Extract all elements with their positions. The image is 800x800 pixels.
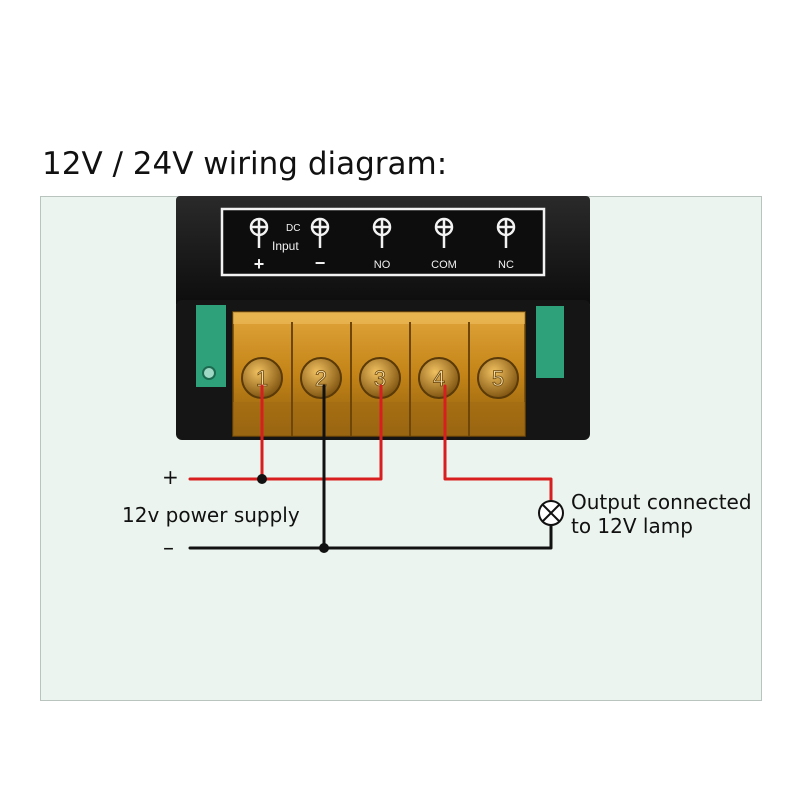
pcb-hole-icon	[202, 366, 216, 380]
terminal-symbol-nc-icon	[496, 217, 516, 248]
top-terminal-symbols	[249, 217, 516, 248]
output-label-line-2: to 12V lamp	[571, 514, 693, 538]
output-label: Output connected to 12V lamp	[571, 490, 752, 538]
block-number-3: 3	[374, 366, 386, 391]
positive-wire-supply	[188, 384, 383, 481]
negative-terminal-label: –	[163, 536, 174, 561]
pcb-right	[536, 306, 564, 378]
block-number-1: 1	[256, 366, 268, 391]
label-plus: +	[254, 254, 265, 274]
relay-module	[176, 196, 590, 440]
block-number-4: 4	[433, 366, 445, 391]
label-no: NO	[374, 259, 391, 271]
block-number-5: 5	[492, 366, 504, 391]
terminal-symbol-no-icon	[372, 217, 392, 248]
power-supply-label: 12v power supply	[122, 503, 300, 527]
diagram-title: 12V / 24V wiring diagram:	[42, 146, 448, 182]
label-nc: NC	[498, 259, 514, 271]
negative-wire	[188, 524, 553, 550]
terminal-symbol-minus-icon	[310, 217, 330, 248]
output-wire	[443, 384, 553, 502]
label-input: Input	[272, 239, 299, 253]
label-com: COM	[431, 259, 457, 271]
positive-terminal-label: +	[162, 465, 179, 489]
label-minus: −	[315, 253, 326, 273]
screw-4-icon	[418, 357, 460, 399]
lamp-icon	[538, 500, 564, 526]
terminal-symbol-com-icon	[434, 217, 454, 248]
label-dc: DC	[286, 223, 300, 234]
junction-negative-icon	[319, 543, 329, 553]
screw-5-icon	[477, 357, 519, 399]
terminal-symbol-plus-icon	[249, 217, 269, 248]
output-label-line-1: Output connected	[571, 490, 752, 514]
screw-2-icon	[300, 357, 342, 399]
junction-positive-icon	[257, 474, 267, 484]
